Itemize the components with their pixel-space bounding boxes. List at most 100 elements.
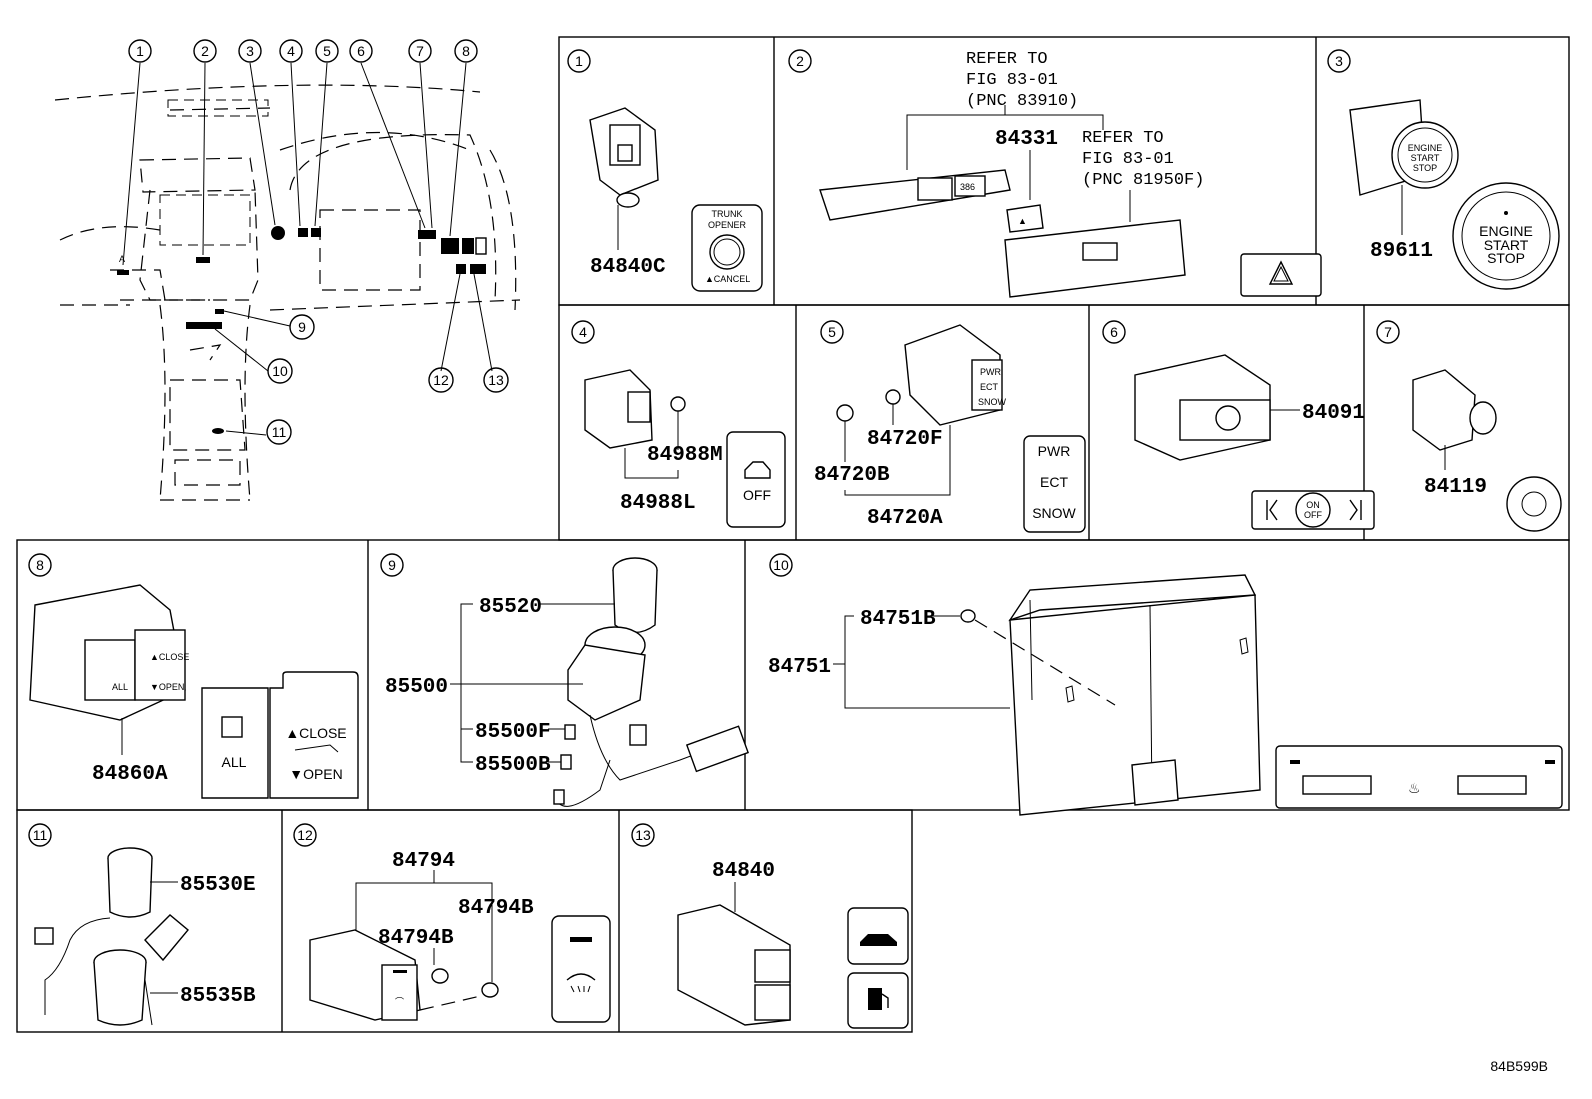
part-84751B: 84751B bbox=[860, 608, 936, 631]
small-stop-text: STOP bbox=[1413, 163, 1437, 173]
svg-text:4: 4 bbox=[287, 43, 295, 59]
svg-text:5: 5 bbox=[323, 43, 331, 59]
panel-9-cigarette-lighter: 9 85520 85500 85500F 85500B bbox=[380, 553, 749, 807]
off-text: OFF bbox=[1304, 510, 1322, 520]
svg-text:7: 7 bbox=[416, 43, 424, 59]
seat-heater-icon: ♨ bbox=[1408, 780, 1421, 796]
marker-a: A bbox=[119, 254, 125, 264]
part-89611: 89611 bbox=[1370, 240, 1433, 263]
refer-2-line-2: FIG 83-01 bbox=[1082, 150, 1174, 169]
window-all-text: ALL bbox=[222, 754, 247, 770]
refer-2-line-3: (PNC 81950F) bbox=[1082, 171, 1204, 190]
callout-10: 10 bbox=[267, 358, 293, 384]
part-84720F: 84720F bbox=[867, 428, 943, 451]
small-ect-text: ECT bbox=[980, 382, 999, 392]
callout-8: 8 bbox=[454, 39, 478, 63]
callout-11: 11 bbox=[266, 419, 292, 445]
part-84331: 84331 bbox=[995, 128, 1058, 151]
engine-start-engine-text: ENGINE bbox=[1479, 223, 1533, 239]
svg-text:8: 8 bbox=[462, 43, 470, 59]
figure-code: 84B599B bbox=[1490, 1058, 1548, 1074]
on-text: ON bbox=[1306, 500, 1320, 510]
panel-3-number: 3 bbox=[1335, 53, 1343, 69]
part-85535B: 85535B bbox=[180, 985, 256, 1008]
trunk-car-icon bbox=[860, 934, 897, 946]
svg-text:12: 12 bbox=[433, 372, 449, 388]
panel-grid bbox=[16, 36, 1570, 1033]
panel-10-number: 10 bbox=[773, 557, 789, 573]
part-84860A: 84860A bbox=[92, 763, 168, 786]
panel-7-dimmer: 7 84119 bbox=[1376, 320, 1562, 532]
panel-6-number: 6 bbox=[1110, 324, 1118, 340]
small-open-text: ▼OPEN bbox=[150, 682, 184, 692]
part-84091: 84091 bbox=[1302, 402, 1365, 425]
part-84988M: 84988M bbox=[647, 444, 723, 467]
panel-11-power-outlet: 11 85530E 85535B bbox=[28, 823, 256, 1026]
seat-heater-left-indicator bbox=[1302, 775, 1372, 795]
panel-1-trunk-opener-cancel: 1 84840C TRUNK OPENER CANCEL ▲ bbox=[567, 49, 763, 292]
svg-text:1: 1 bbox=[136, 43, 144, 59]
small-all-text: ALL bbox=[112, 682, 128, 692]
panel-13-number: 13 bbox=[635, 827, 651, 843]
icon-cancel-text: CANCEL bbox=[714, 274, 751, 284]
panel-6-cruise-switch: 6 84091 ON OFF bbox=[1102, 320, 1375, 530]
panel-5-number: 5 bbox=[828, 324, 836, 340]
engine-start-stop-text: STOP bbox=[1487, 250, 1525, 266]
callout-12: 12 bbox=[428, 367, 454, 393]
part-84840C: 84840C bbox=[590, 256, 666, 279]
callout-1: 1 bbox=[128, 39, 152, 63]
part-84794B-upper: 84794B bbox=[458, 897, 534, 920]
callout-6: 6 bbox=[349, 39, 373, 63]
panel-5-pwr-ect-snow: 5 PWR ECT SNOW 84720F 84720B 84720A PWR … bbox=[814, 320, 1086, 533]
part-85500F: 85500F bbox=[475, 721, 551, 744]
panel-7-number: 7 bbox=[1384, 324, 1392, 340]
callout-9: 9 bbox=[289, 314, 315, 340]
panel-8-number: 8 bbox=[36, 557, 44, 573]
fuel-pump-icon bbox=[868, 988, 882, 1010]
part-84988L: 84988L bbox=[620, 492, 696, 515]
dashboard-overview: 1 2 3 4 5 6 7 8 9 10 11 12 13 A bbox=[54, 39, 521, 501]
svg-text:10: 10 bbox=[272, 363, 288, 379]
panel-12-defogger: 12 84794 ⌒ 84794B 84794B bbox=[293, 823, 611, 1023]
part-84794B-lower: 84794B bbox=[378, 927, 454, 950]
part-85500: 85500 bbox=[385, 676, 448, 699]
svg-text:13: 13 bbox=[488, 372, 504, 388]
panel-2-hazard-switch: 2 REFER TO FIG 83-01 (PNC 83910) 386 843… bbox=[788, 49, 1322, 298]
part-84840: 84840 bbox=[712, 860, 775, 883]
ect-text: ECT bbox=[1040, 474, 1068, 490]
svg-text:9: 9 bbox=[298, 319, 306, 335]
svg-text:11: 11 bbox=[272, 424, 287, 440]
part-85500B: 85500B bbox=[475, 754, 551, 777]
part-84720A: 84720A bbox=[867, 507, 943, 530]
pwr-text: PWR bbox=[1038, 443, 1071, 459]
callout-2: 2 bbox=[193, 39, 217, 63]
part-84720B: 84720B bbox=[814, 464, 890, 487]
snow-text: SNOW bbox=[1032, 505, 1076, 521]
small-close-text: ▲CLOSE bbox=[150, 652, 189, 662]
panel-9-number: 9 bbox=[388, 557, 396, 573]
sunroof-icon bbox=[294, 744, 339, 753]
icon-trunk-text: TRUNK bbox=[712, 209, 743, 219]
refer-1-line-3: (PNC 83910) bbox=[966, 92, 1078, 111]
panel-13-trunk-fuel-opener: 13 84840 bbox=[631, 823, 909, 1029]
hazard-small-icon: ▲ bbox=[1018, 216, 1027, 226]
defogger-icon bbox=[570, 985, 591, 993]
dimmer-icon bbox=[1521, 491, 1547, 517]
part-85520: 85520 bbox=[479, 596, 542, 619]
refer-1-line-1: REFER TO bbox=[966, 50, 1048, 69]
seat-heater-right-indicator bbox=[1457, 775, 1527, 795]
icon-opener-text: OPENER bbox=[708, 220, 747, 230]
panel-12-number: 12 bbox=[297, 827, 313, 843]
callout-5: 5 bbox=[315, 39, 339, 63]
part-84119: 84119 bbox=[1424, 476, 1487, 499]
small-snow-text: SNOW bbox=[978, 397, 1007, 407]
vsc-off-text: OFF bbox=[743, 487, 771, 503]
panel-3-engine-start: 3 ENGINE START STOP 89611 ENGINE START S… bbox=[1327, 49, 1560, 290]
window-open-text: ▼OPEN bbox=[289, 766, 343, 782]
small-start-text: START bbox=[1411, 153, 1440, 163]
refer-2-line-1: REFER TO bbox=[1082, 129, 1164, 148]
panel-4-vsc-off: 4 84988M 84988L OFF bbox=[571, 320, 786, 528]
part-84751: 84751 bbox=[768, 656, 831, 679]
window-close-text: ▲CLOSE bbox=[285, 725, 346, 741]
